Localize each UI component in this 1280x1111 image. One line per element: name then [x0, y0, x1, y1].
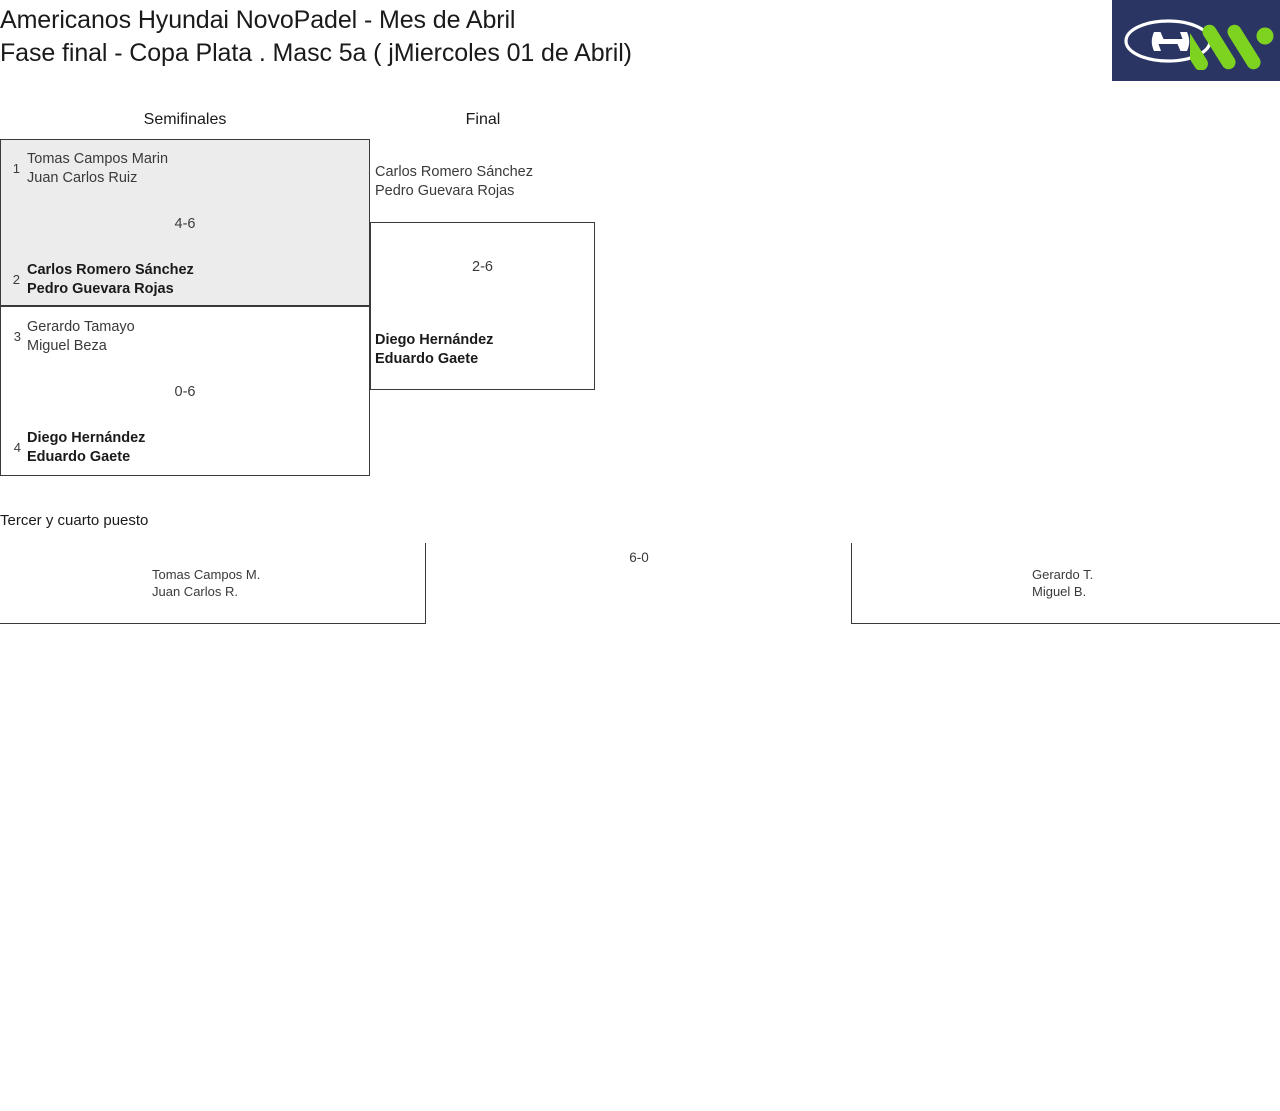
team-entry[interactable]: Diego Hernández Eduardo Gaete [375, 331, 493, 369]
player-name: Tomas Campos M. [152, 567, 261, 582]
match-score: 0-6 [174, 384, 196, 400]
team-entry[interactable]: Gerardo T. Miguel B. [1032, 566, 1093, 600]
team-entry[interactable]: Diego Hernández Eduardo Gaete [27, 429, 145, 467]
round-header-final: Final [465, 111, 501, 128]
third-place-match-right[interactable] [851, 543, 1280, 624]
semifinal-match-2[interactable] [0, 306, 370, 476]
player-name: Carlos Romero Sánchez [27, 262, 194, 278]
player-name: Miguel Beza [27, 338, 107, 354]
final-match[interactable] [370, 222, 595, 390]
player-name: Carlos Romero Sánchez [375, 164, 533, 180]
third-place-match-left[interactable] [0, 543, 426, 624]
match-score: 4-6 [174, 216, 196, 232]
player-name: Pedro Guevara Rojas [375, 183, 515, 199]
page-title: Americanos Hyundai NovoPadel - Mes de Ab… [0, 4, 1100, 70]
player-name: Tomas Campos Marin [27, 151, 169, 167]
player-name: Diego Hernández [27, 430, 146, 446]
third-place-title: Tercer y cuarto puesto [0, 512, 149, 529]
novopadel-logo-icon [1190, 24, 1274, 70]
seed-number: 1 [12, 161, 20, 176]
brand-logo [1112, 0, 1280, 81]
team-entry[interactable]: Gerardo Tamayo Miguel Beza [27, 318, 135, 356]
player-name: Miguel B. [1032, 584, 1087, 599]
team-entry[interactable]: Tomas Campos M. Juan Carlos R. [152, 566, 260, 600]
title-line-2: Fase final - Copa Plata . Masc 5a ( jMie… [0, 39, 632, 67]
team-entry[interactable]: Carlos Romero Sánchez Pedro Guevara Roja… [27, 261, 194, 299]
player-name: Gerardo Tamayo [27, 319, 135, 335]
match-score: 6-0 [629, 550, 649, 565]
team-entry[interactable]: Tomas Campos Marin Juan Carlos Ruiz [27, 150, 168, 188]
title-line-1: Americanos Hyundai NovoPadel - Mes de Ab… [0, 6, 516, 34]
player-name: Gerardo T. [1032, 567, 1094, 582]
semifinal-match-1[interactable] [0, 139, 370, 306]
round-header-semifinals: Semifinales [143, 111, 227, 128]
team-entry[interactable]: Carlos Romero Sánchez Pedro Guevara Roja… [375, 163, 533, 201]
player-name: Diego Hernández [375, 332, 494, 348]
player-name: Pedro Guevara Rojas [27, 281, 174, 297]
seed-number: 4 [13, 440, 21, 455]
player-name: Eduardo Gaete [27, 449, 131, 465]
player-name: Juan Carlos Ruiz [27, 170, 138, 186]
match-score: 2-6 [472, 259, 493, 275]
seed-number: 2 [12, 272, 20, 287]
seed-number: 3 [13, 329, 21, 344]
player-name: Juan Carlos R. [152, 584, 238, 599]
player-name: Eduardo Gaete [375, 351, 479, 367]
